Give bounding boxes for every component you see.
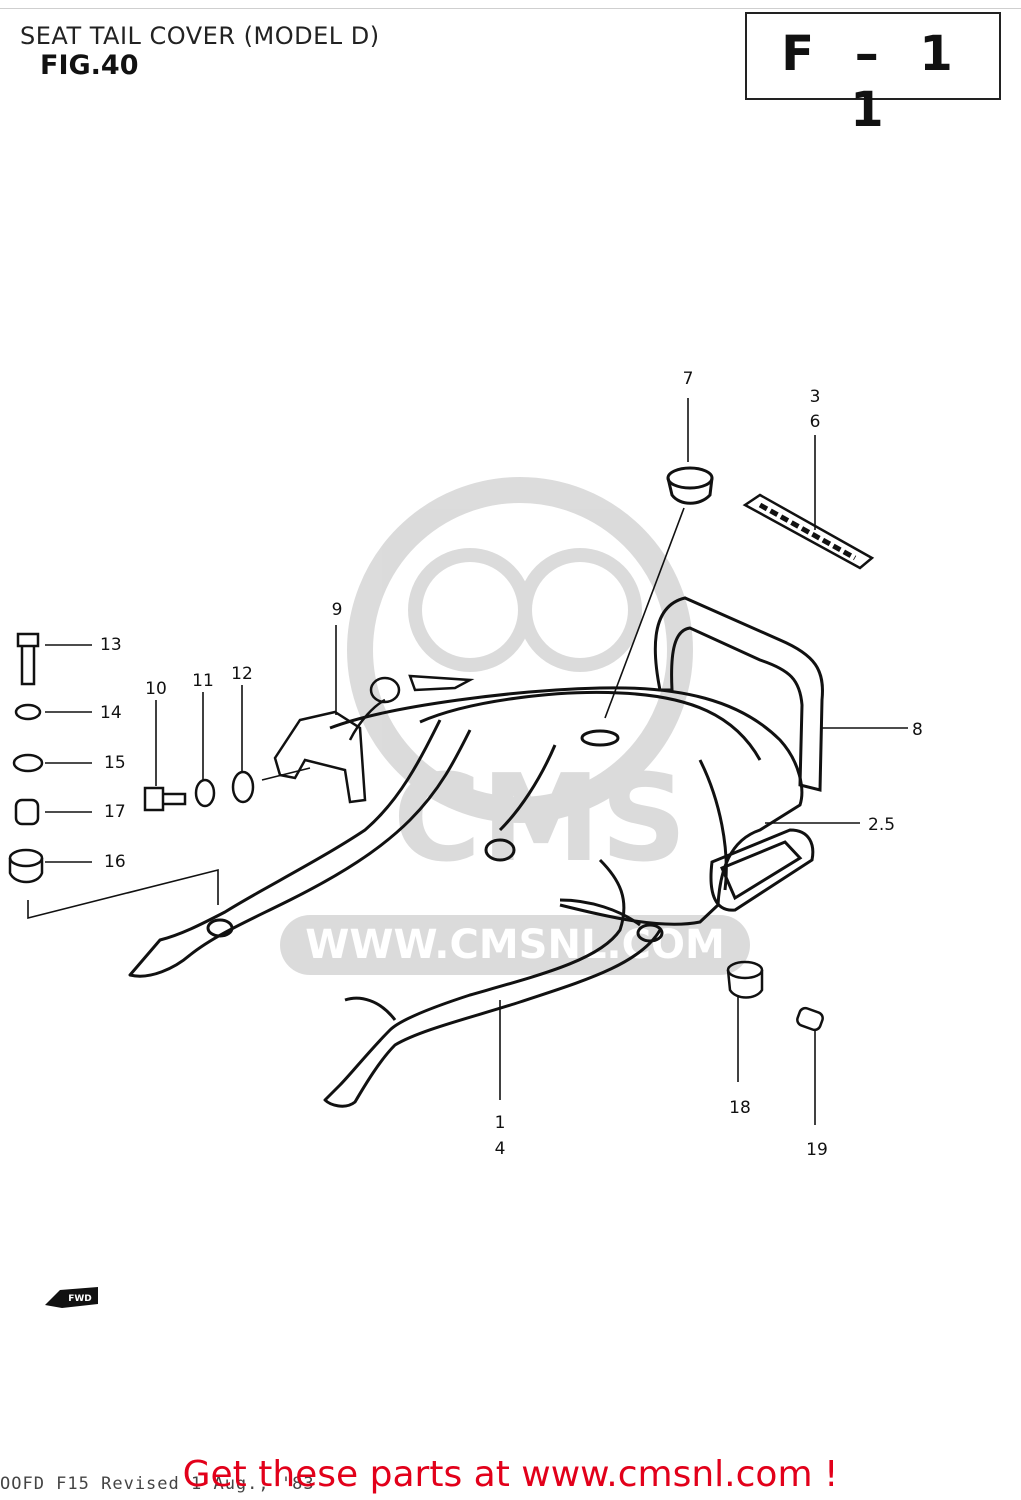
tail-lamp-lens	[720, 840, 803, 901]
promo-link[interactable]: Get these parts at www.cmsnl.com !	[182, 1454, 839, 1495]
footer-revision: OOFD F15 Revised 1 Aug., '83	[0, 1474, 315, 1494]
callouts: 1 4 2.5 3 6 7 8 9 10 11 12 13 14 15 16 1…	[100, 369, 923, 1160]
hardware	[8, 632, 824, 1032]
figure-label: FIG.40	[40, 50, 139, 81]
callout-6: 6	[810, 412, 821, 432]
cushion-16-side	[8, 858, 44, 884]
washer-15	[12, 753, 44, 773]
grommet-hole	[580, 729, 620, 747]
mount-hole-left	[206, 918, 234, 938]
tail-lamp-outline	[709, 828, 815, 912]
leader-lines	[27, 398, 908, 1125]
watermark-banner	[280, 915, 750, 975]
emblem-lettering	[758, 502, 857, 561]
leader-12-to-lock	[261, 767, 311, 781]
watermark-ring	[347, 477, 693, 823]
page-code-box: F – 1 1	[745, 12, 1001, 138]
lock-cylinder	[369, 676, 401, 704]
cushion-side	[666, 477, 714, 505]
front-mount-tab	[344, 996, 397, 1021]
callout-1: 1	[495, 1113, 506, 1133]
bolt-10-shank	[163, 792, 187, 806]
seat-lock	[273, 674, 475, 804]
nut-14	[14, 703, 42, 721]
tail-lamp	[709, 828, 815, 912]
callout-15: 15	[104, 753, 126, 773]
leader-16-bracket	[27, 868, 219, 920]
page-code: F – 1 1	[781, 26, 965, 138]
grommet-18-side	[726, 969, 764, 999]
grab-rail	[653, 596, 824, 792]
cover-shell-outline	[329, 686, 804, 926]
collar-19	[796, 1006, 824, 1032]
cushion-16-top	[8, 848, 44, 868]
bolt-13-shank	[20, 646, 36, 686]
watermark-eye-left	[408, 548, 532, 672]
callout-14: 14	[100, 703, 122, 723]
emblem	[742, 493, 875, 570]
lock-bracket	[273, 710, 367, 804]
fwd-arrow-icon: FWD	[45, 1287, 98, 1308]
grab-rail-outline	[653, 596, 824, 792]
inner-strut	[498, 744, 557, 832]
leader-7-to-cover	[604, 507, 685, 719]
lock-shaft	[348, 698, 386, 741]
callout-7: 7	[683, 369, 694, 389]
top-rule	[0, 8, 1021, 9]
left-rail	[128, 719, 472, 978]
nut-11	[194, 778, 216, 808]
emblem-plate	[742, 493, 875, 570]
lock-key	[408, 674, 475, 692]
callout-3: 3	[810, 387, 821, 407]
mount-hole-right	[636, 923, 664, 943]
collar-17	[14, 798, 40, 826]
callout-13: 13	[100, 635, 122, 655]
callout-2-5: 2.5	[868, 815, 895, 835]
callout-10: 10	[145, 679, 167, 699]
callout-12: 12	[231, 664, 253, 684]
washer-12	[231, 770, 255, 804]
lower-brace	[559, 898, 641, 927]
callout-16: 16	[104, 852, 126, 872]
watermark-logo: CMS	[393, 750, 687, 889]
callout-11: 11	[192, 671, 214, 691]
callout-18: 18	[729, 1098, 751, 1118]
callout-19: 19	[806, 1140, 828, 1160]
callout-8: 8	[912, 720, 923, 740]
callout-17: 17	[104, 802, 126, 822]
callout-4: 4	[495, 1139, 506, 1159]
callout-9: 9	[332, 600, 343, 620]
seat-tail-cover	[128, 686, 804, 1108]
cushion-top	[666, 466, 714, 490]
watermark-url: WWW.CMSNL.COM	[305, 922, 725, 968]
front-rail	[323, 858, 662, 1108]
watermark: CMS WWW.CMSNL.COM	[280, 477, 750, 975]
watermark-eye-right	[518, 548, 642, 672]
mount-hole-center	[484, 838, 516, 862]
cover-shell-ridge	[419, 690, 762, 761]
diagram-title: SEAT TAIL COVER (MODEL D)	[20, 22, 380, 50]
bolt-13-head	[16, 632, 40, 648]
cushion	[666, 466, 714, 505]
bolt-10-head	[143, 786, 165, 812]
fwd-arrow-shape	[45, 1287, 98, 1308]
fwd-label: FWD	[68, 1294, 92, 1304]
